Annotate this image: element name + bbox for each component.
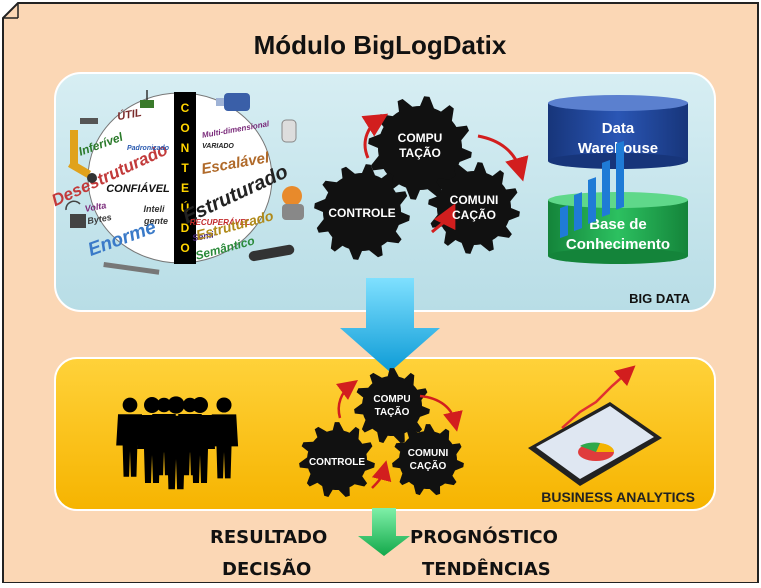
conteudo-letter: O (180, 241, 189, 255)
top-gear-group (314, 96, 520, 260)
worker-icon (282, 186, 304, 220)
knowledge-base-label-line1: Base de (589, 216, 647, 233)
page-title: Módulo BigLogDatix (254, 30, 507, 60)
conteudo-letter: N (181, 141, 190, 155)
conteudo-letter: E (181, 181, 189, 195)
top-gear-comunicacao-line1: COMUNI (450, 193, 499, 207)
gear-comunicacao-icon (428, 162, 520, 254)
gear-controle-icon (314, 164, 410, 260)
gear-comunicacao-icon (392, 424, 464, 496)
word-cloud-term: VARIADO (202, 143, 234, 150)
output-tendencias: TENDÊNCIAS (422, 558, 551, 580)
word-cloud-term: Bytes (87, 212, 113, 226)
green-down-arrow (358, 508, 410, 556)
sensor-icon (281, 119, 297, 143)
output-decisao: DECISÃO (222, 557, 311, 580)
top-gear-computacao-line2: TAÇÃO (399, 145, 441, 160)
conteudo-letter: O (180, 121, 189, 135)
antenna-icon (140, 90, 154, 108)
robot-arm-icon (68, 118, 98, 183)
blue-down-arrow (340, 278, 440, 372)
wireless-device-icon (65, 200, 86, 228)
data-warehouse-label-line1: Data (602, 120, 635, 137)
conteudo-letter: T (181, 161, 189, 175)
word-cloud-term: RECUPERÁVEL (190, 218, 251, 227)
word-cloud-term: Semi- (192, 229, 218, 243)
bottom-red-arrows (335, 379, 463, 489)
word-cloud-term: CONFIÁVEL (106, 182, 170, 195)
word-cloud-term: Padronizado (127, 145, 170, 152)
motor-icon (216, 93, 250, 111)
big-data-label: BIG DATA (629, 291, 691, 306)
knowledge-base-label-line2: Conhecimento (566, 236, 670, 253)
output-prognostico: PROGNÓSTICO (410, 526, 558, 548)
word-cloud-term: gente (143, 216, 168, 226)
person-silhouette-icon (116, 397, 144, 477)
top-red-arrows (361, 113, 529, 234)
top-gear-controle: CONTROLE (328, 206, 395, 220)
bottom-gear-comunicacao-line1: COMUNI (408, 448, 449, 459)
gear-computacao-icon (368, 96, 472, 200)
word-cloud-term: Volta (84, 200, 107, 214)
business-analytics-label: BUSINESS ANALYTICS (541, 489, 695, 505)
conteudo-letter: Ú (181, 200, 190, 215)
gear-computacao-icon (354, 368, 430, 443)
conteudo-letter: D (181, 221, 190, 235)
word-cloud-term: Inteli (143, 204, 165, 214)
business-people-silhouettes (116, 396, 239, 490)
bottom-gear-group (299, 368, 464, 497)
top-gear-computacao-line1: COMPU (398, 131, 443, 145)
conteudo-letter: C (181, 101, 190, 115)
rod-icon (103, 262, 160, 275)
conveyor-icon (248, 244, 295, 262)
bottom-gear-comunicacao-line2: CAÇÃO (410, 459, 447, 472)
bottom-gear-computacao-line1: COMPU (373, 394, 410, 405)
gear-controle-icon (299, 422, 375, 497)
tablet-analytics-icon (528, 140, 662, 486)
knowledge-base-cylinder (548, 192, 688, 264)
word-cloud-term: ÚTIL (116, 106, 143, 123)
bottom-gear-controle: CONTROLE (309, 457, 365, 468)
person-silhouette-icon (209, 397, 239, 479)
top-gear-comunicacao-line2: CAÇÃO (452, 207, 496, 222)
bottom-gear-computacao-line2: TAÇÃO (375, 405, 410, 418)
output-resultado: RESULTADO (210, 527, 327, 548)
